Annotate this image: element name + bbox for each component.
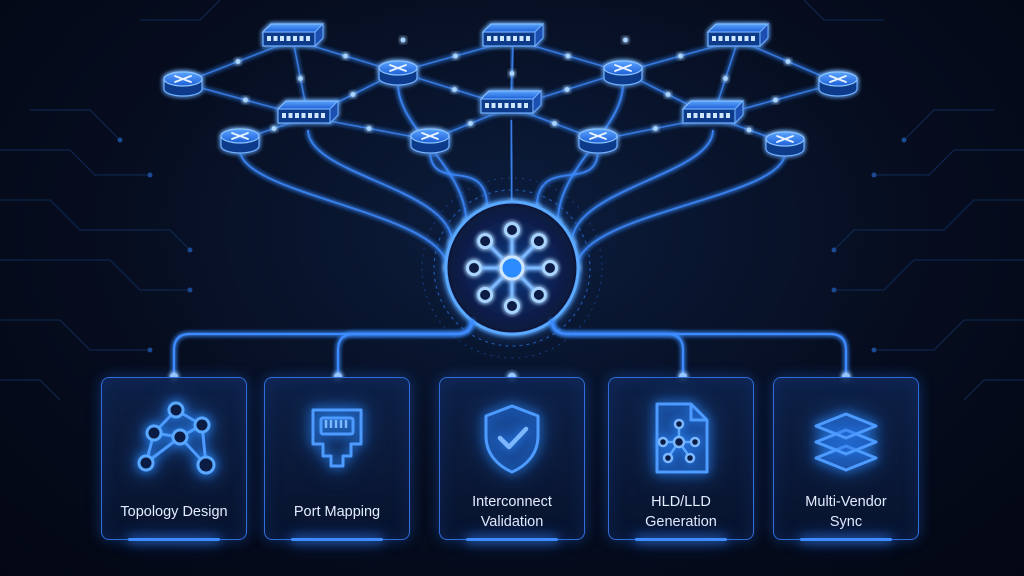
circuit-dot	[871, 172, 877, 178]
circuit-dot	[147, 172, 153, 178]
link-node-dot	[773, 97, 778, 103]
circuit-dot	[871, 347, 877, 353]
circuit-dot	[147, 347, 153, 353]
central-hub	[421, 177, 603, 359]
circuit-dot	[117, 137, 123, 143]
fan-in-link	[556, 83, 624, 223]
circuit-dot	[187, 287, 193, 293]
link-node-dot	[243, 97, 248, 103]
router-icon	[603, 60, 643, 86]
module-card-hld-lld-generation[interactable]: HLD/LLD Generation	[608, 377, 754, 541]
circuit-trace	[0, 319, 150, 351]
circuit-trace	[140, 0, 221, 21]
card-underglow	[290, 538, 384, 541]
circuit-trace	[0, 379, 61, 401]
fan-in-link	[575, 152, 786, 269]
module-label: HLD/LLD Generation	[645, 494, 717, 530]
module-card-interconnect-validation[interactable]: Interconnect Validation	[439, 377, 585, 541]
link-node-dot	[366, 126, 372, 131]
mesh-nodes	[163, 22, 858, 157]
circuit-trace	[803, 0, 884, 21]
circuit-trace	[0, 259, 190, 291]
router-icon	[220, 128, 260, 154]
link-node-dot	[350, 92, 356, 97]
module-card-port-mapping[interactable]: Port Mapping	[264, 377, 410, 541]
router-icon	[818, 71, 858, 97]
link-node-dot	[452, 87, 457, 92]
router-icon	[163, 71, 203, 97]
circuit-trace	[834, 259, 1024, 291]
branch-link	[550, 319, 685, 377]
topology-graph-icon	[102, 400, 246, 476]
card-underglow	[799, 538, 893, 541]
link-node-dot	[400, 37, 406, 43]
link-node-dot	[665, 92, 671, 97]
shield-check-icon	[440, 400, 584, 476]
fan-in-link	[429, 149, 489, 209]
switch-icon	[706, 22, 770, 48]
fan-in-link	[535, 149, 599, 209]
link-node-dot	[468, 121, 473, 126]
hub-network-icon	[466, 222, 558, 314]
switch-icon	[481, 22, 545, 48]
fan-in-link	[510, 119, 513, 204]
switch-icon	[276, 99, 340, 125]
fan-in-link	[239, 149, 449, 269]
circuit-trace	[874, 319, 1024, 351]
link-node-dot	[723, 76, 728, 81]
link-node-dot	[343, 53, 348, 59]
link-node-dot	[552, 121, 557, 126]
layers-icon	[774, 400, 918, 476]
circuit-dot	[831, 247, 837, 253]
circuit-trace	[30, 109, 121, 141]
router-icon	[378, 60, 418, 86]
circuit-trace	[963, 379, 1024, 401]
module-card-topology-design[interactable]: Topology Design	[101, 377, 247, 541]
card-underglow	[465, 538, 559, 541]
module-label: Topology Design	[120, 504, 228, 520]
router-icon	[765, 131, 805, 157]
module-label: Interconnect Validation	[472, 494, 552, 530]
switch-icon	[681, 99, 745, 125]
module-label: Multi-Vendor Sync	[805, 494, 887, 530]
switch-icon	[261, 22, 325, 48]
circuit-trace	[833, 199, 1024, 251]
module-card-multi-vendor-sync[interactable]: Multi-Vendor Sync	[773, 377, 919, 541]
circuit-dot	[901, 137, 907, 143]
link-node-dot	[653, 126, 658, 131]
router-icon	[578, 128, 618, 154]
branch-link	[172, 319, 474, 377]
circuit-dot	[831, 287, 837, 293]
link-node-dot	[271, 126, 277, 131]
fan-in-link	[570, 129, 714, 244]
branch-link	[336, 319, 474, 377]
circuit-dot	[187, 247, 193, 253]
fan-in-link	[307, 129, 454, 244]
circuit-trace	[874, 149, 1024, 176]
link-node-dot	[565, 53, 571, 59]
circuit-background	[0, 0, 1024, 401]
module-label: Port Mapping	[293, 504, 381, 520]
link-node-dot	[678, 53, 683, 59]
ethernet-port-icon	[265, 400, 409, 476]
link-node-dot	[746, 127, 752, 133]
document-network-icon	[609, 400, 753, 476]
circuit-trace	[0, 149, 150, 176]
link-node-dot	[235, 59, 241, 64]
hub-mid-ring	[433, 189, 591, 347]
link-node-dot	[453, 53, 458, 59]
card-underglow	[127, 538, 221, 541]
switch-icon	[479, 89, 543, 115]
link-node-dot	[298, 76, 303, 81]
link-node-dot	[509, 71, 515, 76]
router-icon	[410, 128, 450, 154]
branch-link	[550, 319, 848, 377]
link-node-dot	[623, 37, 628, 43]
circuit-trace	[0, 199, 191, 251]
card-underglow	[634, 538, 728, 541]
circuit-trace	[903, 109, 994, 141]
link-node-dot	[785, 59, 791, 64]
link-node-dot	[564, 87, 570, 92]
